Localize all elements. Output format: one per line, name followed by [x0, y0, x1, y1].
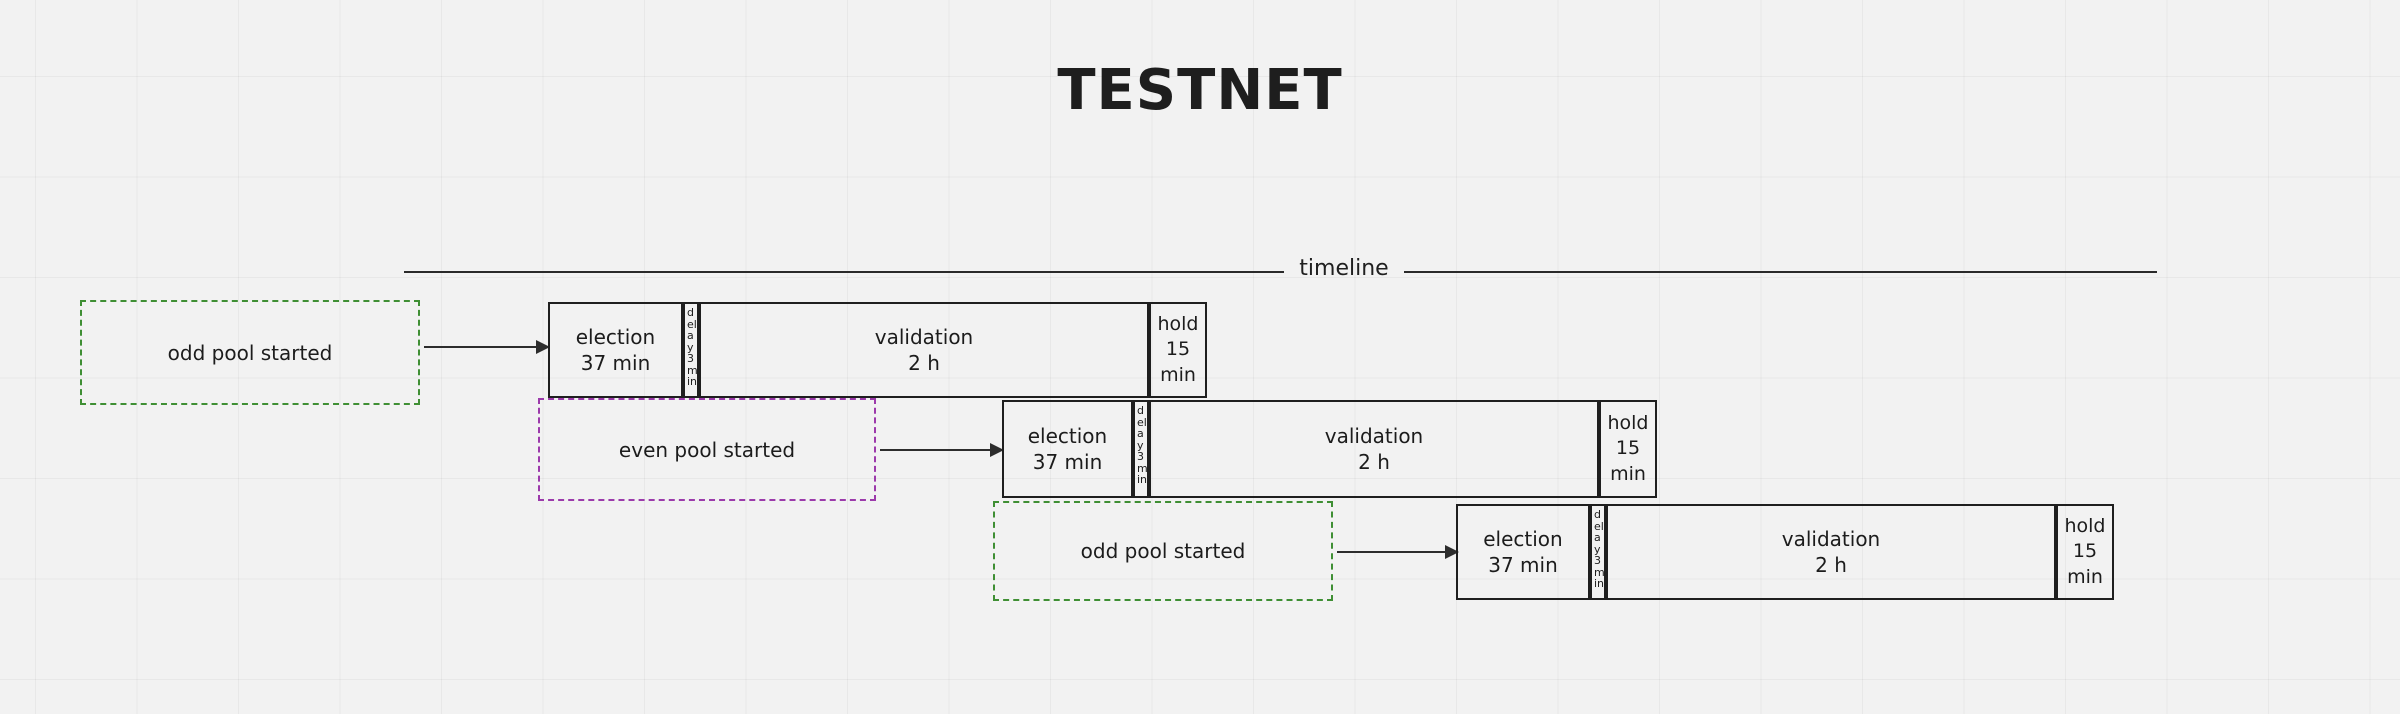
phase-duration: 2 h	[908, 351, 940, 375]
phase-delay-text: delay 3 min	[687, 306, 698, 389]
phase-name: election	[1483, 526, 1563, 551]
phase-name: election	[1027, 423, 1108, 448]
arrow-head	[536, 340, 550, 354]
event-label: odd pool started	[1080, 539, 1246, 563]
phase-delay-text: delay 3 min	[1137, 404, 1148, 487]
phase-duration-num: 15	[1615, 437, 1641, 460]
event-label: even pool started	[618, 437, 796, 462]
phase-box-delay-2[interactable]: delay 3 min	[1133, 400, 1149, 498]
phase-box-validation-1[interactable]: validation 2 h	[699, 302, 1149, 398]
arrow-event-to-election-1	[424, 336, 550, 358]
phase-box-election-3[interactable]: election 37 min	[1456, 504, 1590, 600]
phase-box-validation-2[interactable]: validation 2 h	[1149, 400, 1599, 498]
timeline-axis-right-segment	[1404, 271, 2157, 273]
phase-duration-num: 15	[2072, 540, 2098, 563]
phase-name: validation	[874, 324, 974, 349]
phase-name: validation	[1324, 423, 1424, 448]
phase-duration: 2 h	[1815, 553, 1847, 577]
phase-name: election	[575, 324, 656, 349]
phase-name: hold	[2064, 514, 2106, 537]
phase-name: hold	[1607, 411, 1649, 434]
arrow-head	[1445, 545, 1459, 559]
phase-box-delay-1[interactable]: delay 3 min	[683, 302, 699, 398]
event-box-odd-pool-started-2[interactable]: odd pool started	[993, 501, 1333, 601]
phase-box-hold-2[interactable]: hold 15 min	[1599, 400, 1657, 498]
phase-box-hold-3[interactable]: hold 15 min	[2056, 504, 2114, 600]
phase-name: hold	[1157, 312, 1199, 335]
phase-box-election-2[interactable]: election 37 min	[1002, 400, 1133, 498]
phase-box-hold-1[interactable]: hold 15 min	[1149, 302, 1207, 398]
phase-box-validation-3[interactable]: validation 2 h	[1606, 504, 2056, 600]
arrow-event-to-election-2	[880, 439, 1004, 461]
phase-duration-unit: min	[1160, 363, 1196, 386]
phase-box-election-1[interactable]: election 37 min	[548, 302, 683, 398]
phase-delay-text: delay 3 min	[1594, 508, 1605, 591]
timeline-label: timeline	[1299, 256, 1389, 281]
phase-duration: 37 min	[580, 351, 651, 375]
phase-duration-num: 15	[1165, 338, 1191, 361]
phase-duration-unit: min	[1610, 462, 1646, 485]
page-title: TESTNET	[1057, 58, 1343, 123]
event-label: odd pool started	[167, 340, 333, 365]
arrow-shaft	[880, 449, 990, 451]
phase-duration-unit: min	[2067, 565, 2103, 588]
arrow-event-to-election-3	[1337, 541, 1459, 563]
arrow-head	[990, 443, 1004, 457]
timeline-axis-left-segment	[404, 271, 1284, 273]
phase-box-delay-3[interactable]: delay 3 min	[1590, 504, 1606, 600]
phase-duration: 2 h	[1358, 450, 1390, 474]
arrow-shaft	[1337, 551, 1445, 553]
arrow-shaft	[424, 346, 536, 348]
phase-duration: 37 min	[1488, 553, 1558, 577]
event-box-even-pool-started[interactable]: even pool started	[538, 398, 876, 501]
phase-duration: 37 min	[1032, 450, 1103, 474]
phase-name: validation	[1781, 526, 1881, 551]
event-box-odd-pool-started-1[interactable]: odd pool started	[80, 300, 420, 405]
